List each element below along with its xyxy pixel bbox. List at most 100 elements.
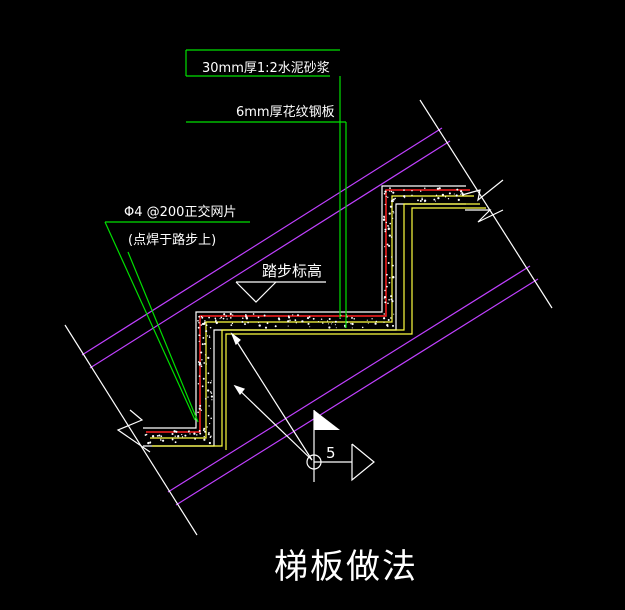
aggregate-dot [203,322,206,325]
aggregate-dot [202,429,205,432]
aggregate-dot [200,409,203,411]
aggregate-dot [230,324,233,326]
aggregate-dot [198,315,200,318]
leader-mesh-slant [104,221,196,421]
aggregate-dot [351,327,353,329]
aggregate-dot [204,354,206,356]
aggregate-dot [198,334,201,337]
aggregate-dot [383,192,386,195]
aggregate-dot [200,324,203,326]
aggregate-dot [453,193,455,195]
aggregate-dot [390,317,392,319]
aggregate-dot [403,189,405,191]
callout-leader-1 [231,333,313,461]
aggregate-dot [308,316,311,318]
aggregate-dot [461,192,464,195]
aggregate-dot [174,435,176,437]
aggregate-dot [174,441,177,444]
aggregate-dot [263,314,266,317]
aggregate-dot [386,324,389,327]
slab-bottom-edge-2 [175,278,539,506]
aggregate-dot [383,215,385,218]
aggregate-dot [147,441,150,445]
aggregate-dot [220,316,223,319]
aggregate-dot [436,187,440,190]
aggregate-dot [225,315,227,317]
aggregate-dot [198,322,200,324]
aggregate-dot [208,405,210,407]
aggregate-dot [258,322,260,324]
aggregate-dot [457,198,460,202]
aggregate-dot [292,314,294,316]
aggregate-dot [247,321,249,324]
aggregate-dot [384,228,387,231]
mortar-label: 30mm厚1:2水泥砂浆 [202,61,330,76]
aggregate-dot [389,190,391,192]
detail-number: 5 [326,444,336,462]
aggregate-dot [383,298,385,300]
aggregate-dot [201,359,203,361]
aggregate-dot [171,432,174,436]
aggregate-dot [384,255,387,258]
aggregate-dot [207,356,210,360]
aggregate-dot [266,322,269,325]
aggregate-dot [383,217,385,219]
aggregate-dot [312,317,315,320]
mortar-inner-edge [225,207,486,450]
aggregate-dot [389,205,392,208]
slab-top-edge-1 [81,127,443,356]
aggregate-dot [210,417,212,420]
aggregate-dot [241,320,244,323]
aggregate-dot [317,321,319,323]
aggregate-dot [205,324,208,326]
aggregate-dot [332,321,334,323]
aggregate-dot [455,194,458,197]
elevation-triangle [235,281,277,303]
aggregate-dot [203,435,205,438]
callout-arrowhead-1 [230,332,241,346]
aggregate-dot [210,395,213,398]
aggregate-dot [160,438,162,441]
aggregate-dot [208,336,211,338]
aggregate-dot [388,281,391,284]
aggregate-dot [215,320,217,322]
aggregate-dot [438,187,441,190]
aggregate-dot [204,430,206,433]
aggregate-dot [160,439,162,441]
aggregate-dot [367,322,369,324]
steel-plate-line [146,189,470,433]
aggregate-dot [392,217,394,219]
aggregate-dot [209,347,212,349]
aggregate-dot [200,364,202,366]
aggregate-dot [389,277,391,279]
aggregate-dot [222,317,225,320]
aggregate-dot [434,200,437,202]
aggregate-dot [392,198,395,201]
aggregate-dot [384,289,386,292]
aggregate-dot [226,318,228,320]
aggregate-dot [382,218,386,221]
aggregate-dot [207,396,209,398]
slab-edges [81,127,539,506]
aggregate-dot [288,316,291,319]
aggregate-dot [392,264,394,267]
aggregate-dot [361,326,364,329]
slab-top-edge-2 [89,140,451,369]
aggregate-dot [423,199,427,202]
step-elevation-marker [235,281,326,303]
aggregate-dot [205,330,208,333]
right-cut-line [419,99,553,309]
aggregate-dot [387,302,389,305]
aggregate-dot [209,326,212,329]
aggregate-dot [327,323,330,325]
aggregate-dot [383,321,385,323]
slab-bottom-edge-1 [167,265,531,493]
aggregate-dot [158,434,161,437]
aggregate-dot [244,323,246,326]
aggregate-dot [197,383,200,385]
right-break-symbol-2 [465,209,504,223]
aggregate-dot [219,318,221,320]
aggregate-dot [334,324,336,326]
aggregate-dot [177,437,179,439]
aggregate-dot [387,224,389,227]
